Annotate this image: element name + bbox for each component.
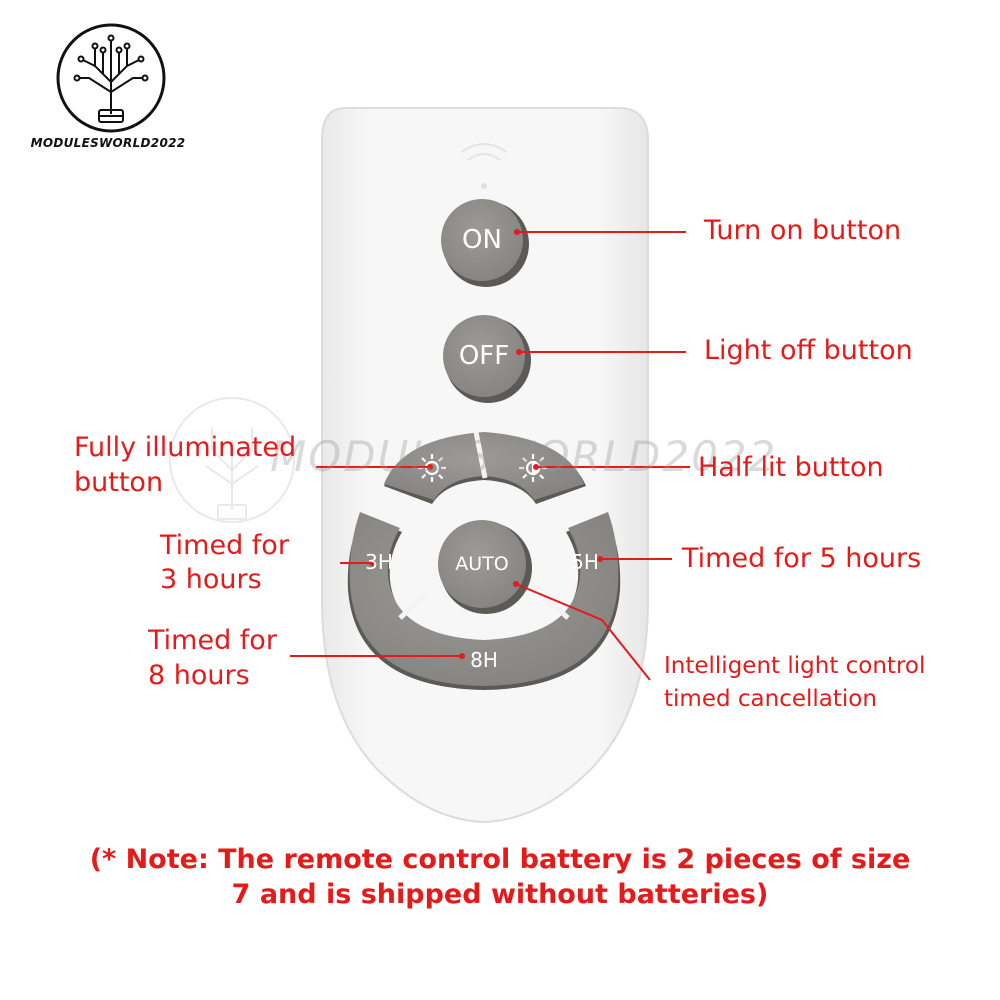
infrared-signal-icon	[461, 143, 507, 161]
battery-note-line1: (* Note: The remote control battery is 2…	[89, 844, 911, 875]
label-intelligent-line1: Intelligent light control	[664, 653, 926, 679]
timer-3h-button[interactable]: 3H	[356, 546, 402, 578]
label-half-lit: Half lit button	[698, 452, 884, 483]
on-button-shape	[441, 199, 523, 281]
brand-name: MODULESWORLD2022	[30, 136, 186, 150]
circuit-tree-icon	[73, 34, 149, 114]
off-button-label: OFF	[458, 341, 510, 371]
label-turn-on: Turn on button	[704, 215, 902, 246]
timer-5h-button[interactable]: 5H	[562, 546, 608, 578]
off-button-shape	[443, 315, 525, 397]
label-timed-3-line2: 3 hours	[160, 564, 262, 595]
label-timed-8-line2: 8 hours	[148, 660, 250, 691]
timer-5h-label: 5H	[571, 550, 599, 574]
full-brightness-button[interactable]	[396, 440, 476, 500]
auto-button-shape	[438, 520, 526, 608]
callout-lines	[290, 231, 690, 681]
on-button-label: ON	[462, 225, 502, 255]
label-intelligent-line2: timed cancellation	[664, 686, 877, 712]
label-timed-5: Timed for 5 hours	[682, 543, 922, 574]
watermark-logo	[169, 397, 295, 523]
label-fully-illuminated-line2: button	[74, 467, 164, 498]
off-button[interactable]: OFF	[443, 315, 525, 397]
label-timed-8-line1: Timed for	[148, 625, 277, 656]
label-timed-3-line1: Timed for	[160, 530, 289, 561]
label-fully-illuminated-line1: Fully illuminated	[74, 432, 297, 463]
battery-note-line2: 7 and is shipped without batteries)	[231, 879, 769, 910]
auto-button[interactable]: AUTO	[438, 520, 526, 608]
brand-logo	[56, 23, 166, 133]
on-button[interactable]: ON	[441, 199, 523, 281]
timer-8h-label: 8H	[470, 648, 498, 672]
auto-button-label: AUTO	[455, 553, 509, 575]
timer-3h-label: 3H	[365, 550, 393, 574]
watermark-text: MODULESWORLD2022	[270, 432, 778, 481]
timer-8h-button[interactable]: 8H	[458, 644, 510, 676]
label-light-off: Light off button	[704, 335, 913, 366]
half-brightness-button[interactable]	[490, 440, 574, 500]
